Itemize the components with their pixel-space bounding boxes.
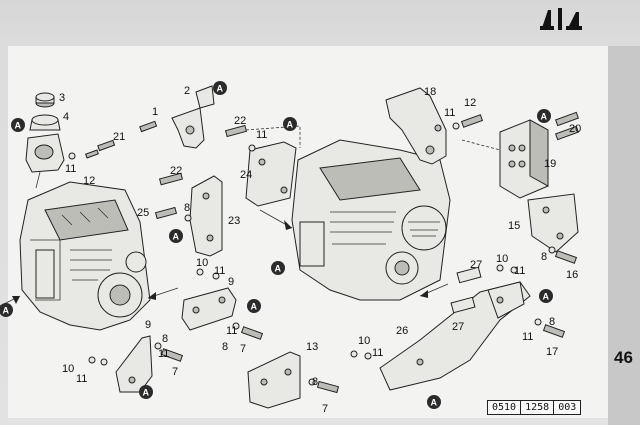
callout-3: 3 bbox=[59, 92, 65, 104]
callout-11: 11 bbox=[65, 163, 76, 175]
svg-text:A: A bbox=[287, 120, 294, 130]
callout-26: 26 bbox=[396, 325, 408, 337]
callout-10a: 10 bbox=[196, 257, 208, 269]
svg-text:A: A bbox=[143, 388, 150, 398]
bracket-15 bbox=[527, 193, 579, 264]
callout-19: 19 bbox=[544, 158, 556, 170]
callout-16: 16 bbox=[566, 269, 578, 281]
callout-11g: 11 bbox=[372, 347, 383, 359]
callout-12b: 12 bbox=[464, 97, 476, 109]
marker-a-2: A bbox=[213, 81, 227, 95]
engine-center bbox=[291, 139, 451, 301]
callout-7b: 7 bbox=[172, 366, 178, 378]
callout-11b: 11 bbox=[256, 129, 267, 141]
svg-text:A: A bbox=[3, 306, 10, 316]
part-code-box: 0510 1258 003 bbox=[487, 400, 582, 415]
callout-25: 25 bbox=[137, 207, 149, 219]
callout-9b: 9 bbox=[145, 319, 151, 331]
engine-mount-logo-icon bbox=[540, 8, 582, 30]
svg-text:A: A bbox=[543, 292, 550, 302]
callout-10c: 10 bbox=[358, 335, 370, 347]
engine-left bbox=[19, 181, 151, 331]
bolts-7-8-9-center bbox=[196, 268, 264, 340]
bolts-10-11-right bbox=[496, 264, 566, 338]
bolts-11-12-top bbox=[452, 114, 484, 130]
svg-text:A: A bbox=[15, 121, 22, 131]
callout-11c: 11 bbox=[214, 265, 225, 277]
callout-11h: 11 bbox=[444, 107, 455, 119]
marker-a-1: A bbox=[11, 118, 25, 132]
callout-22a: 22 bbox=[234, 115, 246, 127]
callout-8c: 8 bbox=[162, 333, 168, 345]
callout-8b: 8 bbox=[222, 341, 228, 353]
svg-text:A: A bbox=[173, 232, 180, 242]
callout-18: 18 bbox=[424, 86, 436, 98]
bracket-9-lower bbox=[88, 335, 184, 393]
callout-labels: 3 4 11 12 21 1 2 22 11 22 24 25 8 23 10 … bbox=[59, 85, 581, 415]
part-code-segment-2: 1258 bbox=[521, 401, 555, 414]
callout-22b: 22 bbox=[170, 165, 182, 177]
marker-a-7: A bbox=[247, 299, 261, 313]
mount-block-19 bbox=[499, 119, 549, 199]
callout-2: 2 bbox=[184, 85, 190, 97]
callout-17: 17 bbox=[546, 346, 558, 358]
callout-23: 23 bbox=[228, 215, 240, 227]
bolts-10-11-lower bbox=[350, 350, 372, 360]
bracket-plate-23 bbox=[189, 175, 223, 257]
callout-8e: 8 bbox=[541, 251, 547, 263]
part-code-segment-1: 0510 bbox=[488, 401, 522, 414]
callout-10b: 10 bbox=[62, 363, 74, 375]
svg-text:A: A bbox=[541, 112, 548, 122]
callout-8f: 8 bbox=[549, 316, 555, 328]
callout-4: 4 bbox=[63, 111, 69, 123]
callout-27a: 27 bbox=[470, 259, 482, 271]
marker-a-6: A bbox=[0, 303, 13, 317]
callout-11i: 11 bbox=[514, 265, 525, 277]
marker-a-5: A bbox=[271, 261, 285, 275]
callout-21: 21 bbox=[113, 131, 125, 143]
marker-a-11: A bbox=[427, 395, 441, 409]
callout-12: 12 bbox=[83, 175, 95, 187]
marker-a-8: A bbox=[139, 385, 153, 399]
bracket-2 bbox=[171, 85, 215, 149]
callout-11d: 11 bbox=[226, 325, 237, 337]
marker-a-4: A bbox=[169, 229, 183, 243]
callout-11j: 11 bbox=[522, 331, 533, 343]
page-number: 46 bbox=[614, 348, 633, 367]
callout-13: 13 bbox=[306, 341, 318, 353]
bracket-9-upper bbox=[181, 287, 237, 331]
callout-11f: 11 bbox=[76, 373, 87, 385]
callout-1: 1 bbox=[152, 106, 158, 118]
callout-27b: 27 bbox=[452, 321, 464, 333]
sleeves-27 bbox=[450, 266, 482, 314]
bracket-plate-24 bbox=[224, 124, 297, 207]
callout-10d: 10 bbox=[496, 253, 508, 265]
svg-text:A: A bbox=[217, 84, 224, 94]
callout-24: 24 bbox=[240, 169, 252, 181]
rubber-mount-left bbox=[25, 92, 65, 189]
marker-a-10: A bbox=[539, 289, 553, 303]
bracket-13 bbox=[247, 351, 340, 409]
callout-8d: 8 bbox=[312, 376, 318, 388]
bracket-18 bbox=[385, 87, 447, 165]
bracket-26 bbox=[379, 281, 531, 391]
part-code-segment-3: 003 bbox=[558, 402, 577, 413]
marker-a-9: A bbox=[537, 109, 551, 123]
callout-20: 20 bbox=[569, 123, 581, 135]
bolts-22-25 bbox=[154, 172, 192, 222]
callout-15: 15 bbox=[508, 220, 520, 232]
callout-7a: 7 bbox=[240, 343, 246, 355]
bolts-20 bbox=[554, 111, 580, 141]
svg-text:A: A bbox=[431, 398, 438, 408]
side-tab bbox=[608, 46, 640, 425]
svg-text:A: A bbox=[251, 302, 258, 312]
callout-7c: 7 bbox=[322, 403, 328, 415]
svg-text:A: A bbox=[275, 264, 282, 274]
callout-11e: 11 bbox=[158, 348, 169, 360]
bolts-left-top bbox=[68, 120, 158, 160]
callout-9a: 9 bbox=[228, 276, 234, 288]
callout-8a: 8 bbox=[184, 202, 190, 214]
marker-a-3: A bbox=[283, 117, 297, 131]
